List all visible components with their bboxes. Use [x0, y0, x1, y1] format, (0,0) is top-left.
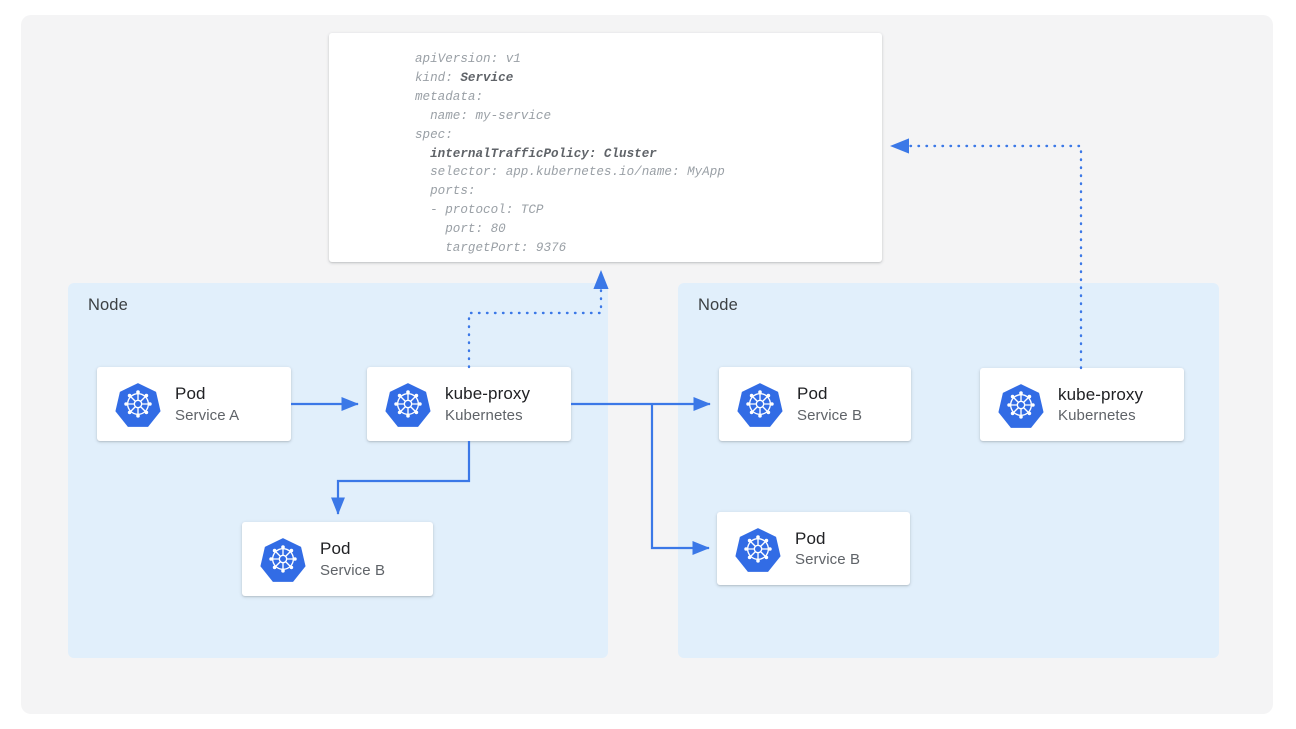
box-text: Pod Service A: [175, 383, 239, 425]
box-kube-proxy-left[interactable]: kube-proxy Kubernetes: [367, 367, 571, 441]
box-text: kube-proxy Kubernetes: [445, 383, 530, 425]
node-panel-right: Node: [678, 283, 1219, 658]
node-label-left: Node: [88, 296, 128, 314]
kubernetes-icon: [737, 381, 783, 427]
box-kube-proxy-right[interactable]: kube-proxy Kubernetes: [980, 368, 1184, 441]
box-text: Pod Service B: [320, 538, 385, 580]
kubernetes-icon: [115, 381, 161, 427]
box-title: kube-proxy: [445, 384, 531, 404]
kubernetes-icon: [735, 526, 781, 572]
box-title: Pod: [797, 384, 828, 404]
box-subtitle: Kubernetes: [1058, 407, 1136, 425]
kubernetes-icon: [260, 536, 306, 582]
box-subtitle: Service B: [320, 561, 386, 579]
box-pod-service-b-top[interactable]: Pod Service B: [719, 367, 911, 441]
box-pod-service-a[interactable]: Pod Service A: [97, 367, 291, 441]
kubernetes-icon: [385, 381, 431, 427]
box-title: Pod: [795, 528, 826, 548]
box-title: Pod: [320, 539, 351, 559]
service-manifest-code: apiVersion: v1 kind: Service metadata: n…: [415, 52, 725, 256]
node-panel-left: Node: [68, 283, 608, 658]
box-title: Pod: [175, 384, 206, 404]
box-subtitle: Kubernetes: [445, 406, 523, 424]
node-label-right: Node: [698, 296, 738, 314]
box-text: Pod Service B: [797, 383, 862, 425]
box-text: Pod Service B: [795, 528, 860, 570]
box-pod-service-b-left[interactable]: Pod Service B: [242, 522, 433, 596]
service-manifest-card: apiVersion: v1 kind: Service metadata: n…: [329, 33, 882, 262]
box-title: kube-proxy: [1058, 384, 1144, 404]
kubernetes-icon: [998, 382, 1044, 428]
box-subtitle: Service A: [175, 406, 240, 424]
box-text: kube-proxy Kubernetes: [1058, 384, 1143, 426]
box-subtitle: Service B: [797, 406, 863, 424]
box-pod-service-b-bottom[interactable]: Pod Service B: [717, 512, 910, 585]
diagram-canvas: Node Node apiVersion: v1 kind: Service m…: [21, 15, 1273, 714]
box-subtitle: Service B: [795, 551, 861, 569]
